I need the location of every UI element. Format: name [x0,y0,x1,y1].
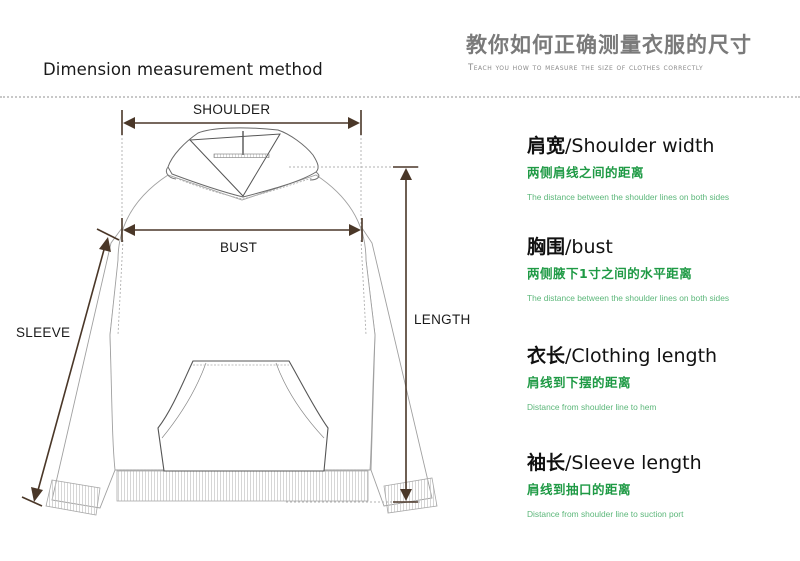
header-right-title-cn: 教你如何正确测量衣服的尺寸 [466,33,752,57]
spec-subtitle-cn: 两侧肩线之间的距离 [527,165,645,180]
spec-subtitle-cn: 肩线到下摆的距离 [527,375,632,390]
spec-title-cn: 肩宽 [527,135,566,157]
spec-title: 衣长/Clothing length [527,345,717,367]
spec-description-en: Distance from shoulder line to suction p… [527,509,684,519]
spec-title: 肩宽/Shoulder width [527,135,729,157]
spec-bust: 胸围/bust 两侧腋下1寸之间的水平距离 The distance betwe… [527,236,729,303]
spec-title-cn: 衣长 [527,345,566,367]
spec-title-en: /Shoulder width [565,135,715,157]
hem-rib [116,470,369,502]
hood [165,127,320,198]
spec-description-en: The distance between the shoulder lines … [527,293,730,303]
shoulder-label: SHOULDER [193,102,271,117]
spec-title-en: /Clothing length [565,345,718,367]
kangaroo-pocket [157,360,329,472]
spec-subtitle-cn: 肩线到抽口的距离 [527,482,632,497]
length-arrow [393,166,418,503]
header-right-subtitle-en: Teach you how to measure the size of clo… [468,63,704,73]
spec-description-en: Distance from shoulder line to hem [527,402,657,412]
hoodie-illustration [21,110,438,516]
bust-arrow [121,218,363,242]
spec-clothing-length: 衣长/Clothing length 肩线到下摆的距离 Distance fro… [527,345,717,412]
header-divider [0,96,800,98]
spec-title-cn: 胸围 [527,236,566,258]
spec-shoulder-width: 肩宽/Shoulder width 两侧肩线之间的距离 The distance… [527,135,729,202]
length-label: LENGTH [414,312,471,327]
hoodie-measurement-diagram: SHOULDER BUST SLEEVE LENGTH [16,102,471,516]
sleeve-arrow [21,228,120,507]
spec-description-en: The distance between the shoulder lines … [527,192,730,202]
bust-label: BUST [220,240,258,255]
spec-title-cn: 袖长 [527,452,566,474]
spec-title: 胸围/bust [527,236,729,258]
right-cuff [383,477,438,514]
header-left-title: Dimension measurement method [43,60,323,79]
left-cuff [45,479,101,516]
spec-sleeve-length: 袖长/Sleeve length 肩线到抽口的距离 Distance from … [527,452,702,519]
shoulder-arrow [121,110,362,135]
spec-subtitle-cn: 两侧腋下1寸之间的水平距离 [527,266,693,281]
spec-title: 袖长/Sleeve length [527,452,702,474]
spec-title-en: /Sleeve length [565,452,702,474]
spec-title-en: /bust [565,236,613,258]
sleeve-label: SLEEVE [16,325,71,340]
